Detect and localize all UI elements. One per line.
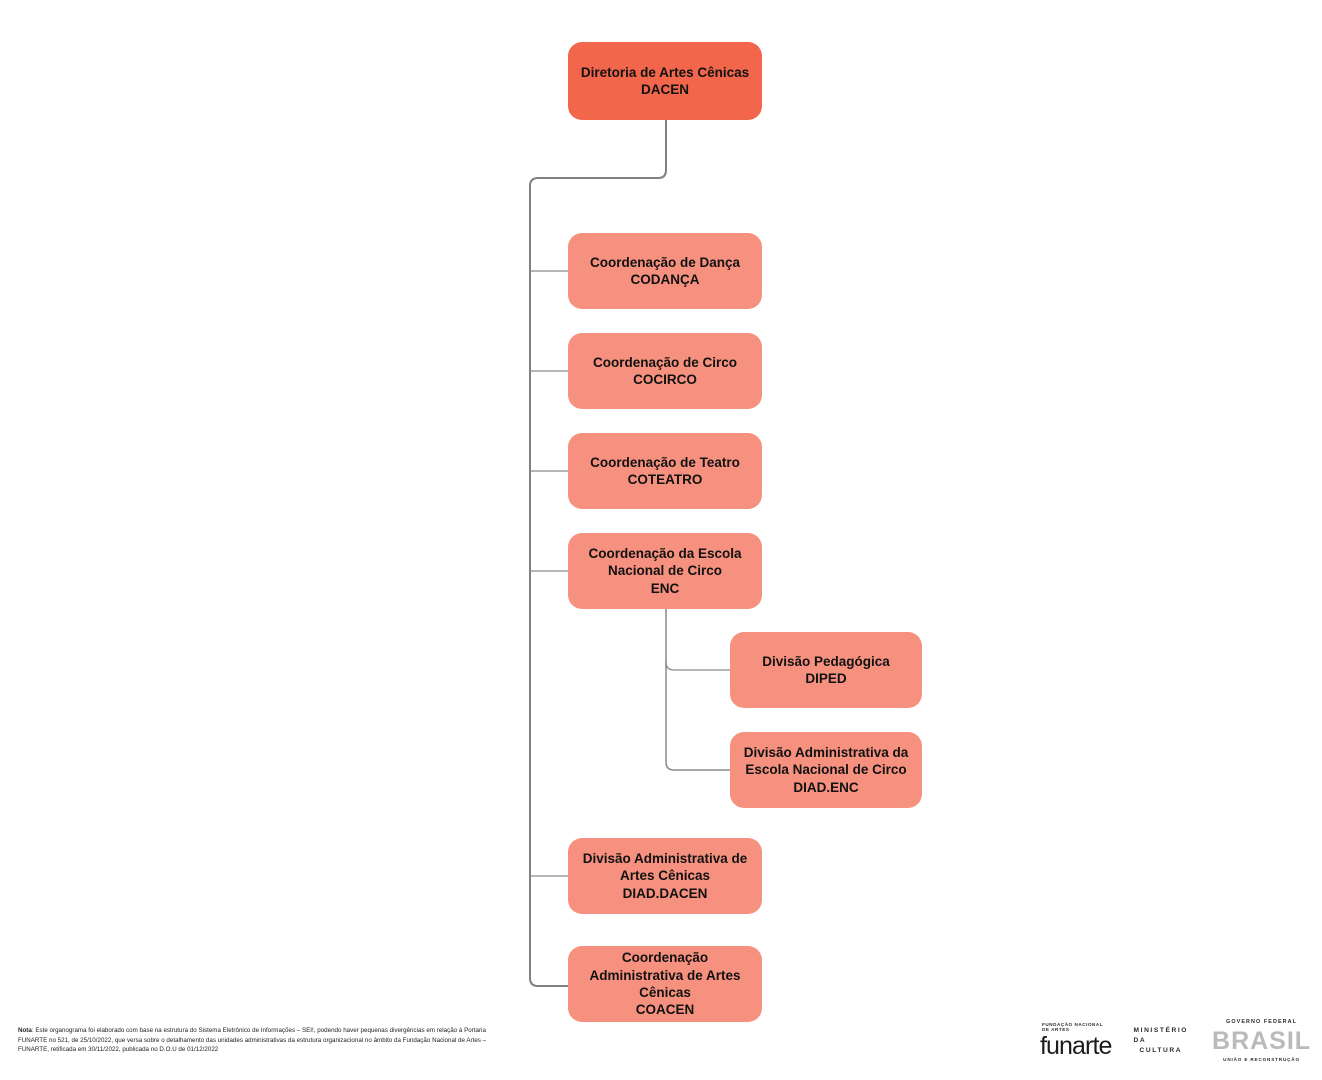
brasil-wordmark: BRASIL: [1212, 1027, 1312, 1056]
funarte-tagline: FUNDAÇÃO NACIONAL DE ARTES: [1042, 1022, 1104, 1032]
org-node-diped[interactable]: Divisão Pedagógica DIPED: [730, 632, 922, 708]
org-node-enc[interactable]: Coordenação da Escola Nacional de Circo …: [568, 533, 762, 609]
footnote-label: Nota: [18, 1027, 32, 1034]
org-node-diad-dacen[interactable]: Divisão Administrativa de Artes Cênicas …: [568, 838, 762, 914]
org-node-dacen[interactable]: Diretoria de Artes Cênicas DACEN: [568, 42, 762, 120]
ministry-line-2: CULTURA: [1139, 1046, 1183, 1054]
logo-strip: FUNDAÇÃO NACIONAL DE ARTES funarte MINIS…: [1040, 1012, 1310, 1070]
funarte-logo: FUNDAÇÃO NACIONAL DE ARTES funarte: [1040, 1022, 1112, 1060]
government-bottom-label: UNIÃO E RECONSTRUÇÃO: [1223, 1057, 1300, 1063]
footnote: Nota: Este organograma foi elaborado com…: [18, 1026, 488, 1055]
funarte-wordmark: funarte: [1040, 1031, 1112, 1060]
footnote-text: : Este organograma foi elaborado com bas…: [18, 1027, 487, 1054]
org-node-codanca[interactable]: Coordenação de Dança CODANÇA: [568, 233, 762, 309]
ministry-line-1: MINISTÉRIO DA: [1133, 1027, 1189, 1045]
government-of-brazil-logo: GOVERNO FEDERAL BRASIL UNIÃO E RECONSTRU…: [1212, 1019, 1311, 1063]
org-node-coteatro[interactable]: Coordenação de Teatro COTEATRO: [568, 433, 762, 509]
org-node-coacen[interactable]: Coordenação Administrativa de Artes Cêni…: [568, 946, 762, 1022]
org-node-cocirco[interactable]: Coordenação de Circo COCIRCO: [568, 333, 762, 409]
ministry-of-culture-logo: MINISTÉRIO DA CULTURA: [1134, 1026, 1188, 1056]
government-top-label: GOVERNO FEDERAL: [1226, 1019, 1298, 1025]
org-node-diad-enc[interactable]: Divisão Administrativa da Escola Naciona…: [730, 732, 922, 808]
